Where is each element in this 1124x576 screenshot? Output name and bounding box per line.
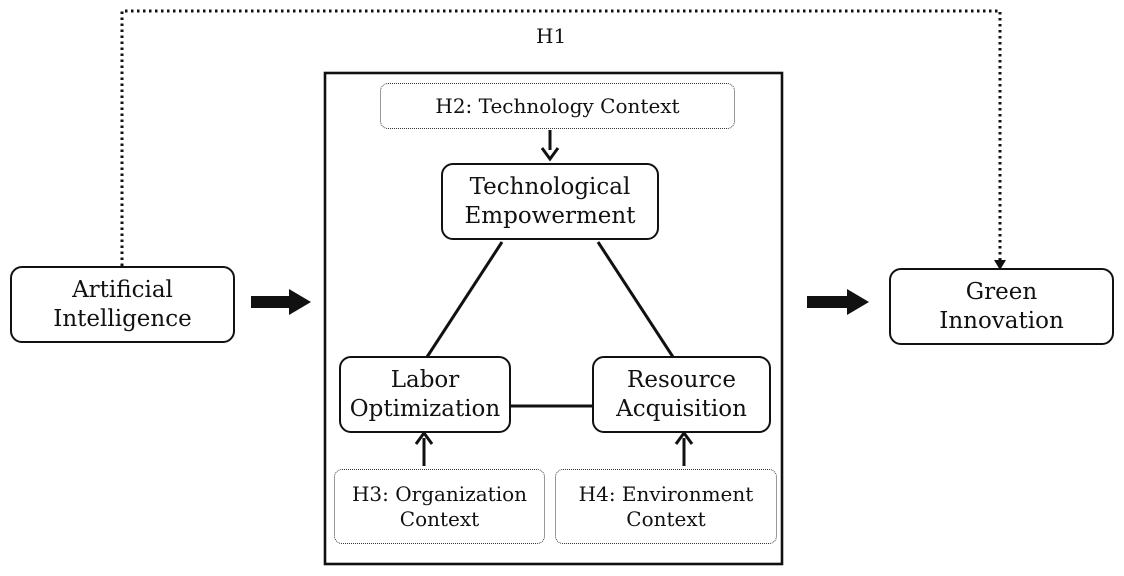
node-label-line: Intelligence — [53, 305, 192, 332]
context-label-line: H3: Organization — [351, 482, 528, 507]
arrow-h2-to-tech — [540, 130, 560, 162]
node-label-line: Artificial — [72, 277, 173, 304]
node-label-line: Resource — [627, 367, 736, 394]
arrow-ai-to-framework — [251, 289, 311, 315]
framework-box — [323, 71, 784, 566]
node-label-line: Technological — [469, 174, 631, 201]
node-label-line: Green — [965, 279, 1038, 306]
context-label-line: Context — [399, 506, 480, 531]
context-environment: H4: Environment Context — [555, 469, 777, 544]
edge-tech-labor — [425, 241, 504, 358]
node-label-line: Empowerment — [464, 202, 636, 229]
node-artificial-intelligence: Artificial Intelligence — [10, 266, 235, 343]
edge-tech-resource — [596, 241, 675, 358]
node-label-line: Innovation — [939, 307, 1064, 334]
context-label-line: Context — [626, 506, 706, 531]
node-resource-acquisition: Resource Acquisition — [592, 356, 771, 433]
context-technology: H2: Technology Context — [380, 83, 735, 129]
node-green-innovation: Green Innovation — [889, 268, 1114, 345]
node-label-line: Optimization — [349, 395, 501, 422]
context-organization: H3: Organization Context — [334, 469, 545, 544]
h1-dotted-path — [120, 9, 1002, 266]
h1-label: H1 — [536, 24, 567, 48]
node-labor-optimization: Labor Optimization — [339, 356, 511, 433]
context-label-line: H4: Environment — [578, 482, 754, 507]
arrow-h4-to-resource — [674, 430, 694, 466]
node-label-line: Acquisition — [616, 395, 747, 422]
node-technological-empowerment: Technological Empowerment — [441, 163, 659, 240]
h1-arrowhead — [994, 260, 1006, 270]
context-label-line: H2: Technology Context — [435, 93, 680, 118]
node-label-line: Labor — [390, 367, 460, 394]
arrow-framework-to-green — [807, 289, 869, 315]
arrow-h3-to-labor — [414, 430, 434, 466]
